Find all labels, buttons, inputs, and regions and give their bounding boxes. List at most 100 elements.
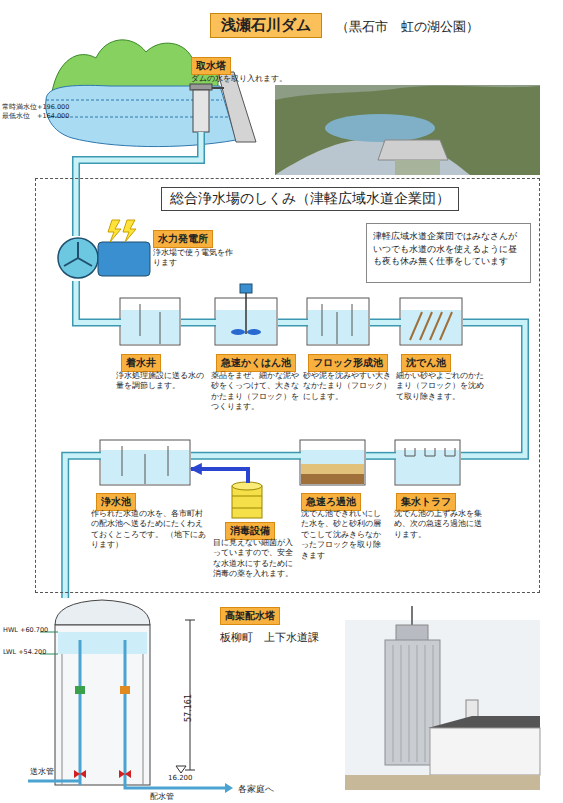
photo-tower-ribs	[393, 645, 433, 762]
tank-partition	[122, 446, 168, 484]
node-heading: 急速ろ過池	[301, 493, 361, 511]
lightning-bolt	[123, 220, 136, 242]
turbine-blades	[64, 242, 92, 266]
node-description: 薬品をまぜ、細かな泥や砂をくっつけて、大きなかたまり（フロック）をつくります。	[211, 371, 301, 413]
annotation-label: 57.161	[184, 694, 193, 722]
tower-photo	[345, 620, 540, 790]
pipe-fill	[191, 453, 301, 458]
node-heading: 取水塔	[191, 57, 231, 75]
tank-wall	[120, 298, 180, 345]
facility-node: 取水塔ダムの水を取り入れます。	[188, 57, 288, 132]
collecting-trough	[405, 448, 455, 456]
photo-dam	[378, 140, 448, 160]
water-pipe	[278, 322, 308, 323]
node-description: 沈でん池できれいにした水を、砂と砂利の層でこして沈みきらなかったフロックを取り除…	[301, 509, 383, 561]
water-pipe	[191, 455, 301, 456]
pipe-fill	[278, 320, 308, 325]
water-pipe	[181, 322, 216, 323]
pipe-fill	[181, 320, 216, 325]
valve	[74, 770, 86, 778]
photo-ground	[345, 775, 540, 790]
pipe-fill	[370, 320, 401, 325]
node-description: 砂や泥を沈みやすい大きなかたまり（フロック）にします。	[303, 371, 391, 402]
pipe-outline	[370, 319, 401, 327]
facility-node: 沈でん池細かい砂やよごれのかたまり（フロック）を沈めて取り除きます。	[401, 299, 463, 346]
turbine	[58, 238, 98, 278]
node-heading: 沈でん池	[401, 354, 451, 372]
facility-node: 水力発電所浄水場で使う電気を作ります	[56, 236, 156, 281]
dimension-line	[185, 620, 195, 770]
tower-water	[58, 632, 147, 654]
tank-wall	[300, 440, 365, 485]
dam-photo	[275, 85, 540, 175]
node-description: 浄水場で使う電気を作ります	[153, 248, 235, 269]
tower-dome	[55, 600, 150, 625]
supply-pipe	[28, 780, 80, 783]
pipe-fill	[76, 132, 201, 236]
pipe-outline	[76, 132, 201, 236]
annotation-label: 各家庭へ	[238, 783, 274, 796]
pipe-outline	[278, 319, 308, 327]
note-box: 津軽広域水道企業団ではみなさんがいつでも水道の水を使えるように昼も夜も休み無く仕…	[366, 223, 531, 283]
node-description: 目に見えない細菌が入っていますので、安全な水道水にするために消毒の薬を入れます。	[213, 538, 298, 580]
facility-node: 着水井浄水処理施設に送る水の量を調節します。	[121, 299, 181, 346]
photo-valley	[395, 160, 440, 175]
pipe-outline	[76, 281, 121, 323]
annotation-label: 配水管	[150, 791, 174, 802]
flow-arrowhead	[225, 783, 233, 793]
disinfectant-tank-top	[232, 482, 262, 490]
flow-arrow	[191, 469, 248, 483]
tower-pipe	[80, 640, 125, 785]
mixer-paddle	[231, 329, 245, 335]
facility-node: 集水トラフ沈でん池の上ずみ水を集め、次の急速ろ過池に送ります。	[396, 441, 461, 486]
node-description: 沈でん池の上ずみ水を集め、次の急速ろ過池に送ります。	[394, 509, 489, 540]
node-heading: フロック形成池	[308, 354, 388, 372]
annotation-label: 常時満水位+196.000	[2, 103, 69, 112]
facility-node: フロック形成池砂や泥を沈みやすい大きなかたまり（フロック）にします。	[308, 299, 370, 346]
reservoir-water	[46, 85, 236, 146]
water-pipe	[76, 132, 201, 236]
lightning-bolt	[108, 220, 121, 242]
node-heading: 高架配水塔	[220, 607, 280, 625]
gravel-layer	[301, 474, 364, 484]
facility-node: 高架配水塔板柳町 上下水道課	[40, 598, 160, 790]
node-heading: 浄水池	[96, 493, 136, 511]
tank-water	[401, 310, 461, 344]
tower-shell	[55, 625, 150, 785]
node-heading: 着水井	[121, 354, 161, 372]
facility-node: 急速ろ過池沈でん池できれいにした水を、砂と砂利の層でこして沈みきらなかったフロッ…	[301, 441, 366, 486]
facility-node: 浄水池作られた水道の水を、各市町村の配水池へ送るためにたくわえておくところです。…	[101, 441, 191, 486]
intake-bridge	[212, 87, 224, 89]
photo-ridge	[275, 85, 540, 100]
node-heading: 急速かくはん池	[216, 354, 296, 372]
tank-water	[301, 450, 364, 464]
mixer-paddle	[247, 329, 261, 335]
pipe-outline	[191, 452, 301, 460]
photo-lake	[325, 114, 435, 142]
node-description: 作られた水道の水を、各市町村の配水池へ送るためにたくわえておくところです。 （地…	[91, 509, 206, 551]
annotation-label: （黒石市 虹の湖公園）	[336, 18, 479, 36]
node-description: 浄水処理施設に送る水の量を調節します。	[116, 371, 206, 392]
photo-building	[430, 728, 540, 775]
diagram-title: 浅瀬石川ダム	[210, 13, 322, 38]
tank-wall	[400, 298, 462, 345]
water-pipe	[76, 281, 121, 323]
annotation-label: 送水管	[30, 766, 54, 777]
annotation-label: 最低水位 +164.000	[2, 112, 69, 121]
node-heading: 水力発電所	[153, 230, 213, 248]
tank-wall	[307, 298, 369, 345]
tank-partition	[140, 304, 160, 344]
pipe-outline	[366, 452, 396, 460]
generator-motor	[98, 242, 150, 276]
sand-layer	[301, 464, 364, 474]
annotation-label: 16.200	[168, 774, 193, 782]
annotation-label: HWL +60.700	[3, 626, 48, 634]
node-description: 細かい砂やよごれのかたまり（フロック）を沈めて取り除きます。	[396, 371, 486, 402]
annotation-label: LWL +54.200	[3, 648, 46, 656]
valve	[119, 770, 131, 778]
water-pipe	[370, 322, 401, 323]
tank-wall	[100, 440, 190, 485]
